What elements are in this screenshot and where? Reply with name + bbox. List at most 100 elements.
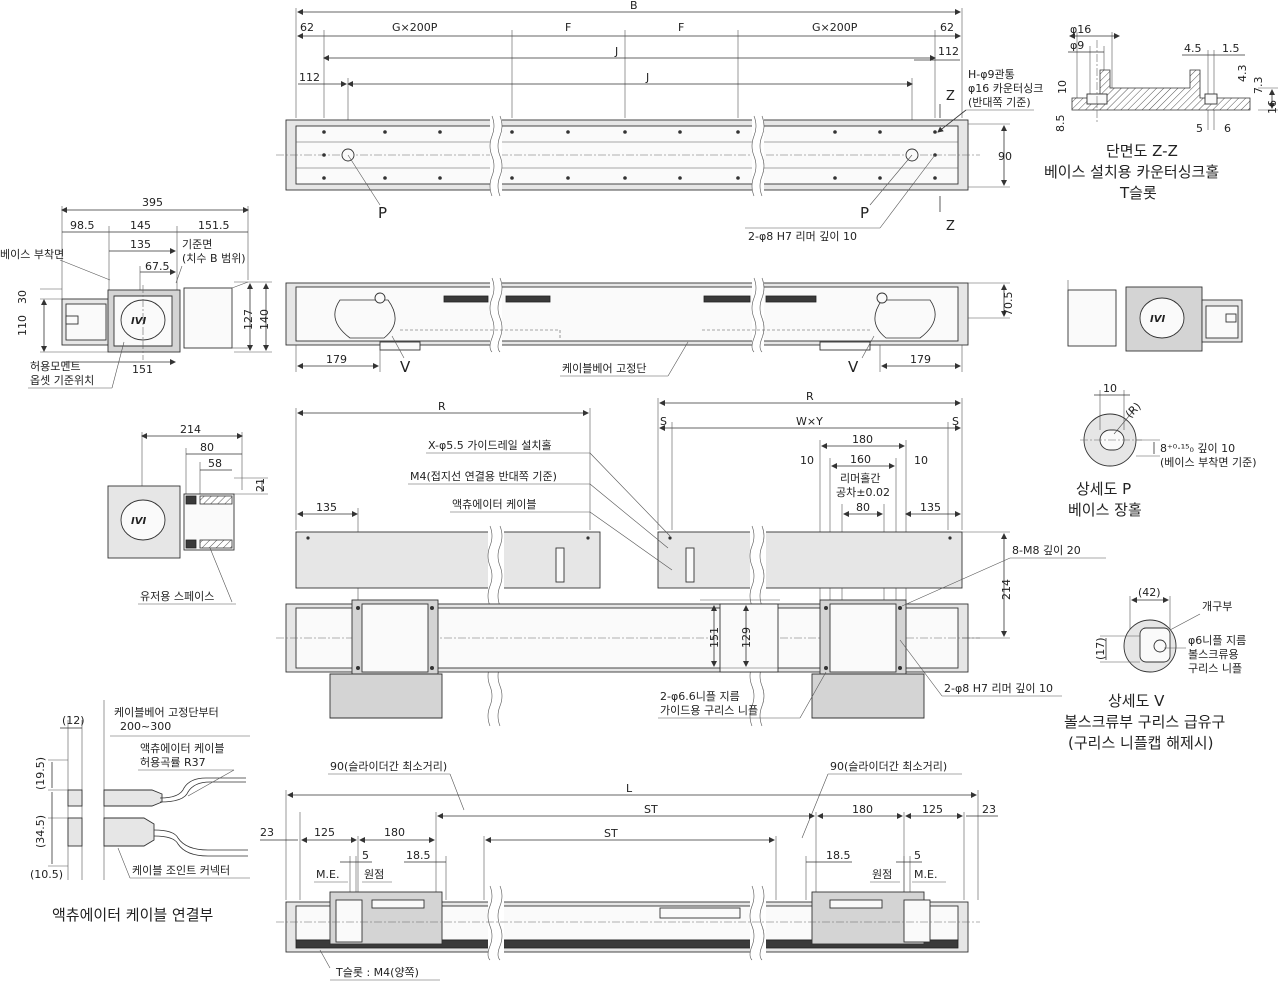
note-min-dist-right: 90(슬라이더간 최소거리) [830,760,947,773]
dim-62-left: 62 [300,21,314,34]
note-ream-plan: 2-φ8 H7 리머 깊이 10 [944,682,1053,695]
front-origin-left: 원점 [364,868,384,881]
note-bend-radius: 허용곡률 R37 [140,756,206,769]
note-grease-nipple: 구리스 니플 [1188,662,1242,675]
dim-g200-right: G×200P [812,21,858,34]
dim-179-left: 179 [326,353,347,366]
note-m4: M4(접지선 연결용 반대쪽 기준) [410,470,557,483]
dim-6-zz: 6 [1224,122,1231,135]
dim-7-3: 7.3 [1252,77,1265,95]
section-title: 단면도 Z-Z [1106,142,1178,160]
plan-dim-135-left: 135 [316,501,337,514]
note-nipple1: 2-φ6.6니플 지름 [660,690,740,703]
dim-90: 90 [998,150,1012,163]
detail-v-17: (17) [1094,637,1107,660]
dim-f-left: F [565,21,571,34]
front-dim-5-right: 5 [914,849,921,862]
side-view: 179 179 70.5 V V 케이블베어 고정단 [285,277,1015,377]
note-offset: 옵셋 기준위치 [30,374,94,387]
plan-dim-214: 214 [1000,579,1013,600]
plan-dim-wy: W×Y [796,415,823,428]
cable-dim-12: (12) [62,714,85,727]
plan-dim-129: 129 [740,627,753,648]
plan-dim-80: 80 [856,501,870,514]
dim-112-left: 112 [299,71,320,84]
detail-p-r: (R) [1123,400,1144,421]
dim-140: 140 [258,309,271,330]
note-m8: 8-M8 깊이 20 [1012,544,1081,557]
end-view-right: IVI [1067,280,1243,352]
grease-dim-58: 58 [208,457,222,470]
dim-10-zz: 10 [1056,80,1069,94]
plan-dim-180: 180 [852,433,873,446]
dim-1-5: 1.5 [1222,42,1240,55]
note-min-dist-left: 90(슬라이더간 최소거리) [330,760,447,773]
brand-logo-grease: IVI [131,516,146,527]
label-p-left: P [378,204,387,222]
note-cable-fix-range: 200~300 [120,720,171,733]
end-view: 395 98.5 145 151.5 135 67.5 베이스 부착면 기준면 … [0,196,272,389]
note-nipple2: 가이드용 구리스 니플 [660,704,758,717]
cable-dim-34-5: (34.5) [34,815,47,848]
dim-8-5: 8.5 [1054,115,1067,133]
dim-98-5: 98.5 [70,219,95,232]
front-dim-180-right: 180 [852,803,873,816]
note-ream-tol2: 공차±0.02 [836,486,890,499]
front-dim-5-left: 5 [362,849,369,862]
front-dim-18-5-right: 18.5 [826,849,851,862]
front-me-right: M.E. [914,868,937,881]
dim-179-right: 179 [910,353,931,366]
grease-dim-80: 80 [200,441,214,454]
front-origin-right: 원점 [872,868,892,881]
section-z-top: Z [946,89,955,104]
dim-135: 135 [130,238,151,251]
top-view-notes: H-φ9관통 φ16 카운터싱크 (반대쪽 기준) Z Z P P 2-φ8 H… [347,68,1043,243]
top-view: B 62 G×200P F F G×200P 62 J J 112 112 [276,0,1043,243]
cable-view-title: 액츄에이터 케이블 연결부 [52,906,214,924]
detail-v: (42) (17) 개구부 φ6니플 지름 볼스크류용 구리스 니플 상세도 V… [1064,586,1246,752]
plan-dim-160: 160 [850,453,871,466]
plan-dim-10-left: 10 [800,454,814,467]
note-actuator-cable: 액츄에이터 케이블 [452,498,536,511]
dim-4-5: 4.5 [1184,42,1202,55]
dim-151-5: 151.5 [198,219,230,232]
dim-phi16: φ16 [1070,23,1091,36]
dim-70-5: 70.5 [1002,292,1015,317]
detail-p-subtitle: 베이스 장홀 [1068,501,1142,519]
label-v-left: V [400,358,411,376]
dim-67-5: 67.5 [145,260,170,273]
plan-dim-r-left: R [438,400,446,413]
detail-p: 10 (R) 8⁺⁰·¹⁵₀ 깊이 10 (베이스 부착면 기준) 상세도 P … [1068,382,1257,519]
front-dim-l: L [626,782,633,795]
plan-dim-10-right: 10 [914,454,928,467]
note-countersink: φ16 카운터싱크 [968,82,1043,95]
detail-p-title: 상세도 P [1076,480,1131,498]
note-user-space: 유저용 스페이스 [140,590,214,603]
note-ream-tol1: 리머홀간 [840,472,880,485]
dim-110: 110 [16,315,29,336]
plan-dim-135-right: 135 [920,501,941,514]
top-view-dimensions: B 62 G×200P F F G×200P 62 J J 112 112 [295,0,1012,188]
note-ref-face: 기준면 [182,238,212,251]
grease-dim-21: 21 [254,478,267,492]
plan-dim-151: 151 [708,627,721,648]
note-joint-connector: 케이블 조인트 커넥터 [132,864,230,877]
dim-151: 151 [132,363,153,376]
front-dim-180-left: 180 [384,826,405,839]
grease-dim-214: 214 [180,423,201,436]
dim-4-3: 4.3 [1236,65,1249,83]
label-v-right: V [848,358,859,376]
cable-view: (12) 케이블베어 고정단부터 200~300 (19.5) (34.5) (… [30,700,250,924]
dim-127: 127 [242,309,255,330]
note-through-hole: H-φ9관통 [968,68,1015,81]
grease-view: 214 80 58 21 IVI 유저용 스페이스 [107,423,268,605]
dim-5-zz: 5 [1196,122,1203,135]
front-view: 90(슬라이더간 최소거리) 90(슬라이더간 최소거리) L ST ST 23… [260,760,998,981]
dim-j-outer: J [614,45,618,58]
dim-395: 395 [142,196,163,209]
dim-g200-left: G×200P [392,21,438,34]
note-rail-holes: X-φ5.5 가이드레일 설치홀 [428,438,552,452]
front-dim-23-right: 23 [982,803,996,816]
note-ream-top: 2-φ8 H7 리머 깊이 10 [748,230,857,243]
detail-v-note: (구리스 니플캡 해제시) [1068,734,1213,752]
